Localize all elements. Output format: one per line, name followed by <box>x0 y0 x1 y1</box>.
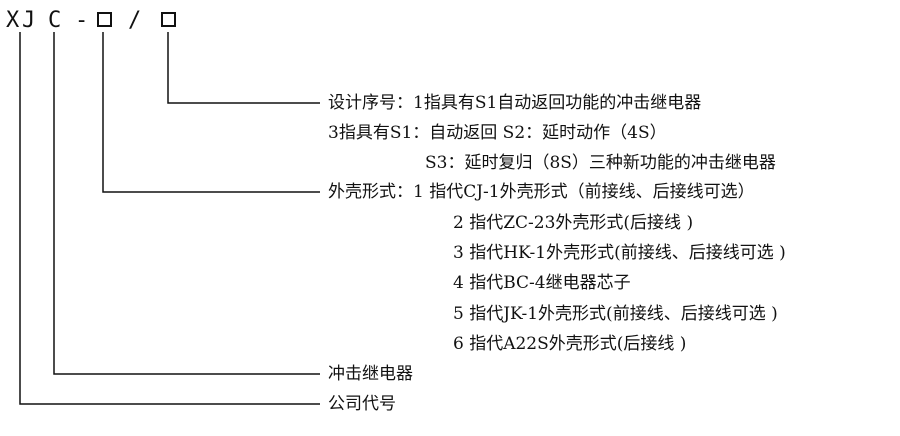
housing-label: 外壳形式：1 指代CJ-1外壳形式（前接线、后接线可选） <box>328 182 755 202</box>
code-letter-j: J <box>22 8 36 33</box>
design-no-line-3: S3：延时复归（8S）三种新功能的冲击继电器 <box>425 153 776 173</box>
relay-leader <box>53 32 320 375</box>
design-no-label: 设计序号：1指具有S1自动返回功能的冲击继电器 <box>328 93 702 113</box>
code-dash: - <box>75 8 89 33</box>
housing-item-2: 2 指代ZC-23外壳形式(后接线 ) <box>453 213 694 233</box>
housing-item-4: 4 指代BC-4继电器芯子 <box>453 273 631 293</box>
code-slash: / <box>128 8 142 33</box>
housing-item-5: 5 指代JK-1外壳形式(前接线、后接线可选 ) <box>453 304 778 324</box>
housing-item-6: 6 指代A22S外壳形式(后接线 ) <box>453 334 687 354</box>
company-label: 公司代号 <box>328 394 396 414</box>
company-leader <box>19 32 320 405</box>
housing-item-3: 3 指代HK-1外壳形式(前接线、后接线可选 ) <box>453 243 786 263</box>
design-no-line-2: 3指具有S1：自动返回 S2：延时动作（4S） <box>328 123 667 143</box>
design-no-leader <box>167 32 320 104</box>
housing-leader <box>102 32 320 193</box>
code-letter-x: X <box>6 8 20 33</box>
code-letter-c: C <box>48 8 62 33</box>
relay-label: 冲击继电器 <box>328 364 413 384</box>
design-no-code-box <box>161 12 176 27</box>
housing-code-box <box>97 12 112 27</box>
